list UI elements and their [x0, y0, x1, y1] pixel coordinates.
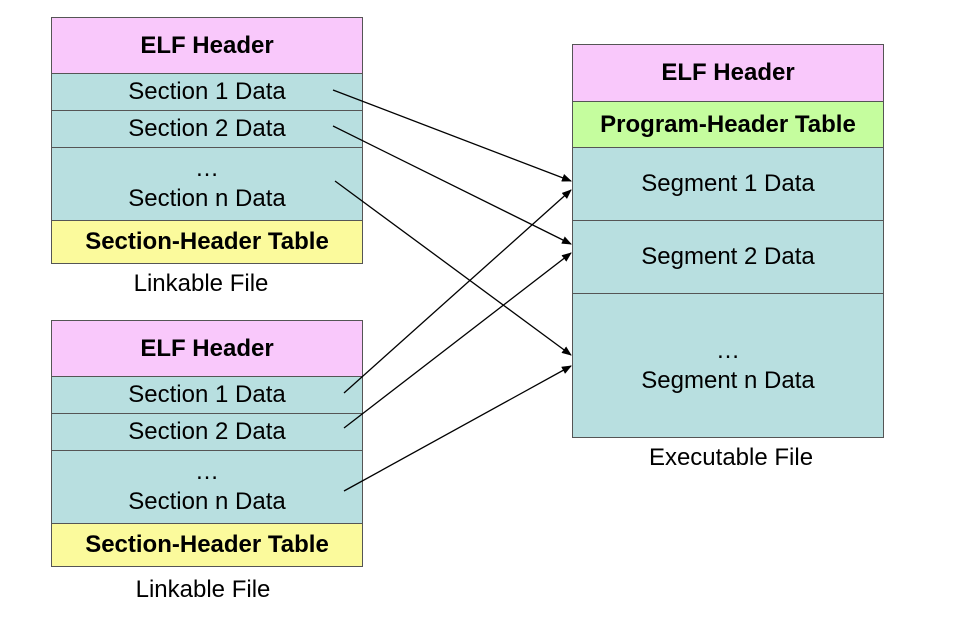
linkable-file-bottom: ELF Header Section 1 Data Section 2 Data…: [51, 320, 363, 567]
executable-file-caption: Executable File: [648, 444, 814, 471]
section-n-label: Section n Data: [128, 488, 286, 515]
segment-2-label: Segment 2 Data: [641, 243, 815, 270]
segment-1-row: Segment 1 Data: [573, 147, 883, 220]
section-header-table-row: Section-Header Table: [52, 523, 362, 566]
linkable-file-caption-top: Linkable File: [133, 270, 269, 297]
segment-2-row: Segment 2 Data: [573, 220, 883, 293]
ellipsis-label: …: [195, 458, 219, 485]
arrow-bottom-sectionn-to-segmentn: [343, 365, 572, 492]
arrow-top-sectionn-to-segmentn: [334, 180, 572, 356]
section-2-label: Section 2 Data: [128, 418, 286, 445]
section-header-table-label: Section-Header Table: [85, 228, 329, 255]
elf-header-label: ELF Header: [661, 59, 795, 86]
section-2-row: Section 2 Data: [52, 413, 362, 450]
section-2-row: Section 2 Data: [52, 110, 362, 147]
executable-file: ELF Header Program-Header Table Segment …: [572, 44, 884, 438]
elf-header-row: ELF Header: [573, 45, 883, 101]
arrow-top-section1-to-segment1: [332, 89, 572, 182]
ellipsis-label: …: [195, 155, 219, 182]
program-header-table-label: Program-Header Table: [600, 110, 856, 138]
arrow-bottom-section2-to-segment2: [343, 252, 572, 429]
elf-header-row: ELF Header: [52, 321, 362, 376]
linkable-file-caption-bottom: Linkable File: [135, 576, 271, 603]
section-header-table-label: Section-Header Table: [85, 531, 329, 558]
section-1-label: Section 1 Data: [128, 381, 286, 408]
section-1-label: Section 1 Data: [128, 78, 286, 105]
section-1-row: Section 1 Data: [52, 73, 362, 110]
program-header-table-row: Program-Header Table: [573, 101, 883, 147]
section-header-table-row: Section-Header Table: [52, 220, 362, 263]
section-n-label: Section n Data: [128, 185, 286, 212]
section-n-row: … Section n Data: [52, 147, 362, 220]
elf-header-label: ELF Header: [140, 334, 274, 362]
arrow-bottom-section1-to-segment1: [343, 189, 572, 394]
segment-n-label: Segment n Data: [641, 366, 815, 394]
segment-1-label: Segment 1 Data: [641, 170, 815, 197]
section-1-row: Section 1 Data: [52, 376, 362, 413]
section-2-label: Section 2 Data: [128, 115, 286, 142]
linkable-file-top: ELF Header Section 1 Data Section 2 Data…: [51, 17, 363, 264]
section-n-row: … Section n Data: [52, 450, 362, 523]
ellipsis-label: …: [716, 336, 740, 364]
elf-header-label: ELF Header: [140, 31, 274, 59]
segment-n-row: … Segment n Data: [573, 293, 883, 437]
elf-header-row: ELF Header: [52, 18, 362, 73]
arrow-top-section2-to-segment2: [332, 125, 572, 245]
